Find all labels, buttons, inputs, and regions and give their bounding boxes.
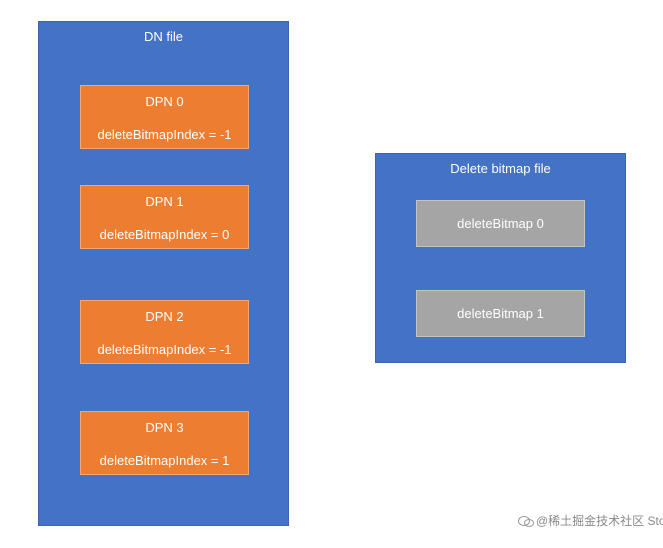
dpn-box-1: DPN 1 deleteBitmapIndex = 0 <box>80 185 249 249</box>
dpn-bitmap-index: deleteBitmapIndex = -1 <box>97 127 232 142</box>
dpn-name: DPN 2 <box>145 309 184 324</box>
watermark-text: @稀土掘金技术社区 StoneDB <box>536 514 663 528</box>
dpn-box-0: DPN 0 deleteBitmapIndex = -1 <box>80 85 249 149</box>
dpn-box-3: DPN 3 deleteBitmapIndex = 1 <box>80 411 249 475</box>
watermark: @稀土掘金技术社区 StoneDB <box>518 512 663 529</box>
delete-bitmap-box-0: deleteBitmap 0 <box>416 200 585 247</box>
dpn-bitmap-index: deleteBitmapIndex = -1 <box>97 342 232 357</box>
dn-file-title: DN file <box>143 29 183 44</box>
wechat-icon <box>518 516 534 528</box>
delete-bitmap-file-title: Delete bitmap file <box>450 161 551 176</box>
dpn-name: DPN 0 <box>145 94 184 109</box>
dpn-bitmap-index: deleteBitmapIndex = 0 <box>99 227 230 242</box>
dpn-name: DPN 3 <box>145 420 184 435</box>
dpn-name: DPN 1 <box>145 194 184 209</box>
dpn-bitmap-index: deleteBitmapIndex = 1 <box>99 453 230 468</box>
delete-bitmap-file-panel: Delete bitmap file deleteBitmap 0 delete… <box>375 153 626 363</box>
dn-file-panel: DN file DPN 0 deleteBitmapIndex = -1 DPN… <box>38 21 289 526</box>
dpn-box-2: DPN 2 deleteBitmapIndex = -1 <box>80 300 249 364</box>
delete-bitmap-box-1: deleteBitmap 1 <box>416 290 585 337</box>
